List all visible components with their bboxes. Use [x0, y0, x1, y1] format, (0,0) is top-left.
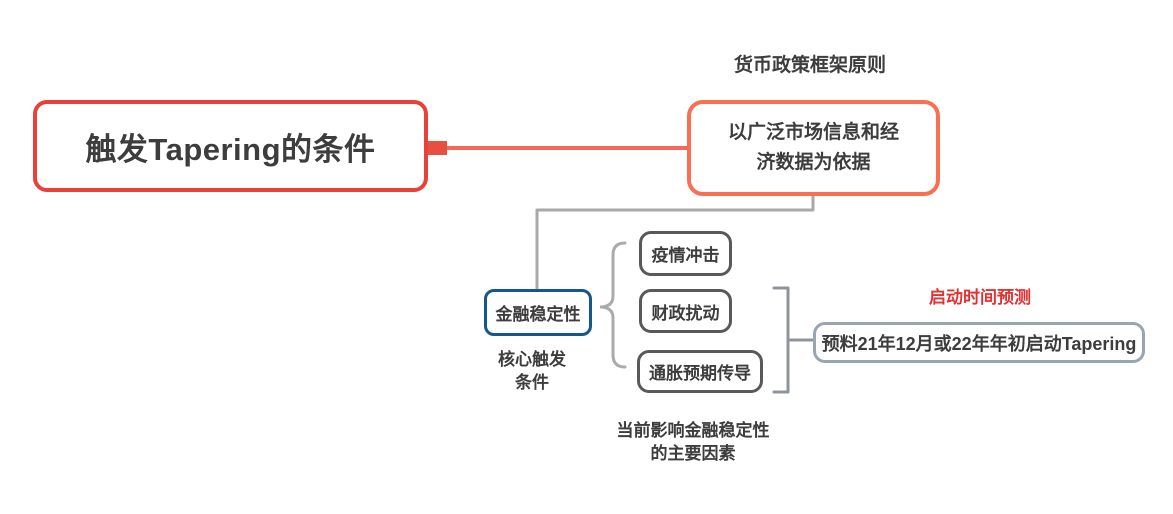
topic-fiscal-disturbance[interactable]: 财政扰动: [639, 289, 732, 333]
principle-floating-label[interactable]: 货币政策框架原则: [733, 55, 886, 76]
factors-note-label[interactable]: 当前影响金融稳定性 的主要因素: [616, 421, 770, 463]
topic-financial-stability[interactable]: 金融稳定性: [484, 289, 592, 336]
connector-handle: [428, 141, 447, 155]
topic-pandemic-shock[interactable]: 疫情冲击: [639, 231, 732, 276]
bracket-factors-summary: [772, 286, 815, 394]
topic-tapering-timing-forecast[interactable]: 预料21年12月或22年年初启动Tapering: [813, 322, 1145, 363]
root-topic[interactable]: 触发Tapering的条件: [33, 100, 428, 192]
topic-market-info-basis[interactable]: 以广泛市场信息和经 济数据为依据: [687, 100, 940, 196]
stability-note-label[interactable]: 核心触发 条件: [498, 350, 566, 392]
brace-stability-factors: [599, 241, 627, 369]
topic-inflation-expectation[interactable]: 通胀预期传导: [637, 350, 763, 393]
connection-principle-stability: [535, 196, 815, 289]
summary-title-label[interactable]: 启动时间预测: [929, 288, 1031, 307]
